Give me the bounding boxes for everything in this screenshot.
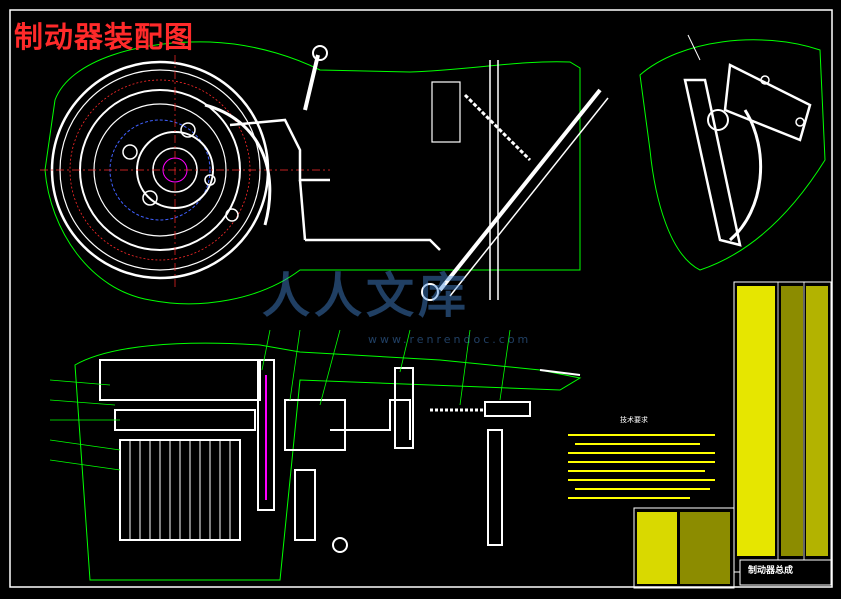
title-block-label: 制动器总成: [748, 566, 794, 576]
leader: [459, 329, 471, 406]
tb-col-fill: [637, 512, 677, 584]
lower-fitting: [294, 469, 316, 541]
section-link: [330, 399, 411, 440]
pedal-pivot: [421, 283, 439, 301]
title-block-name: [739, 559, 832, 586]
lever-knob: [312, 45, 328, 61]
detail-hole: [760, 75, 770, 85]
lever-arm: [303, 54, 320, 111]
leader: [49, 379, 111, 386]
detail-lever: [683, 78, 742, 247]
watermark-url: www.renrendoc.com: [368, 333, 532, 346]
bolt-hole: [180, 122, 196, 138]
front-outline: [44, 41, 581, 305]
lower-nut: [332, 537, 348, 553]
leader: [289, 329, 301, 401]
pull-rod: [305, 238, 441, 251]
shaft: [114, 409, 256, 431]
bracket: [431, 81, 461, 143]
coupler: [284, 399, 346, 451]
bom-table: [633, 281, 832, 589]
tb-col-fill: [680, 512, 730, 584]
section-outline: [74, 342, 582, 581]
leader: [49, 459, 121, 471]
bolt-hole: [204, 174, 216, 186]
flange: [257, 359, 275, 511]
actuator-link: [229, 118, 330, 182]
pedal-arm: [438, 88, 602, 292]
bom-col-fill: [737, 286, 775, 556]
bom-col-fill: [806, 286, 828, 556]
detail-view: [639, 34, 826, 271]
leader: [49, 399, 116, 406]
detail-arc: [729, 109, 763, 242]
leader: [499, 329, 511, 401]
leader: [399, 329, 411, 373]
housing-top: [99, 359, 261, 401]
leader: [687, 34, 701, 61]
bolt-hole: [225, 208, 239, 222]
section-tip: [539, 369, 581, 376]
title-block-left: [633, 507, 735, 589]
tech-requirements-title: 技术要求: [620, 416, 648, 424]
bom-col-fill: [781, 286, 803, 556]
bolt-hole: [122, 144, 138, 160]
section-lever: [394, 367, 414, 449]
detail-outline: [639, 39, 826, 271]
return-spring: [463, 93, 532, 162]
drawing-border: [9, 9, 833, 588]
bolt-hole: [142, 190, 158, 206]
leader: [319, 329, 341, 406]
section-view: [49, 329, 582, 581]
detail-plate: [723, 63, 812, 142]
link-rod: [298, 179, 307, 241]
detail-hole: [795, 117, 805, 127]
leader: [261, 329, 271, 371]
pedal-arm-edge: [449, 97, 609, 297]
section-rod: [484, 401, 531, 417]
tech-notes: [568, 434, 715, 499]
drawing-title: 制动器装配图: [14, 20, 195, 54]
detail-pin: [707, 109, 729, 131]
watermark: 人人文库: [262, 268, 471, 324]
brake-shoe: [204, 103, 272, 226]
leader: [49, 439, 121, 451]
front-view: [40, 41, 609, 305]
section-arm: [487, 429, 503, 546]
